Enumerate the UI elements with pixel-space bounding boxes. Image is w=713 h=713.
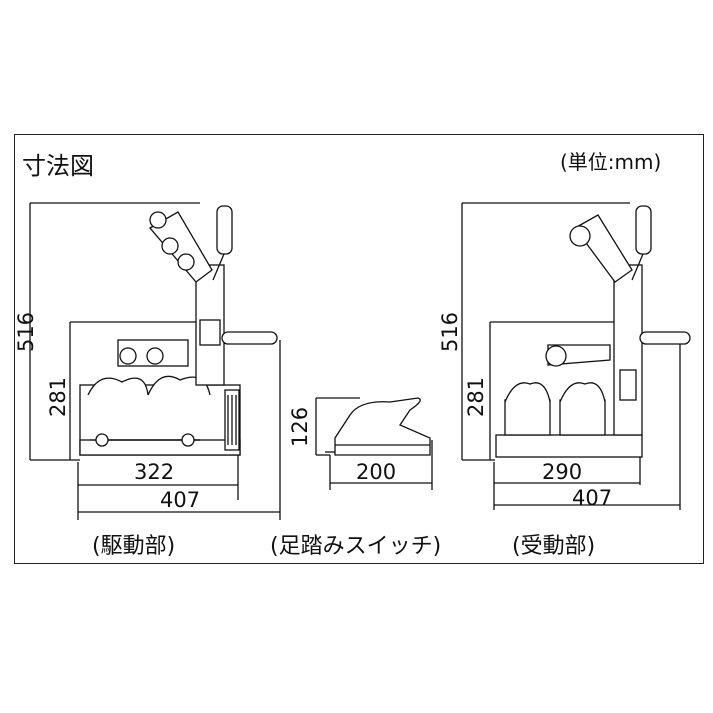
receiver-caption: (受動部) bbox=[512, 534, 596, 559]
switch-height-label: 126 bbox=[288, 406, 312, 447]
drive-unit-drawing bbox=[29, 202, 281, 520]
drive-caption: (駆動部) bbox=[92, 534, 176, 559]
switch-caption: (足踏みスイッチ) bbox=[270, 534, 442, 559]
foot-switch-drawing bbox=[315, 397, 433, 490]
receiver-width-outer-label: 407 bbox=[572, 486, 613, 510]
receiver-height-body-label: 281 bbox=[464, 376, 488, 418]
drive-height-total-label: 516 bbox=[14, 311, 38, 353]
receiver-unit-drawing bbox=[461, 202, 691, 510]
diagram-title: 寸法図 bbox=[22, 152, 94, 180]
drive-width-inner-label: 322 bbox=[134, 460, 175, 484]
receiver-height-total-label: 516 bbox=[438, 311, 462, 353]
switch-width-label: 200 bbox=[356, 460, 397, 484]
drive-width-outer-label: 407 bbox=[160, 488, 201, 512]
unit-label: (単位:mm) bbox=[560, 150, 662, 174]
drive-height-body-label: 281 bbox=[46, 376, 70, 418]
receiver-width-inner-label: 290 bbox=[542, 460, 583, 484]
diagram-frame bbox=[14, 134, 704, 564]
